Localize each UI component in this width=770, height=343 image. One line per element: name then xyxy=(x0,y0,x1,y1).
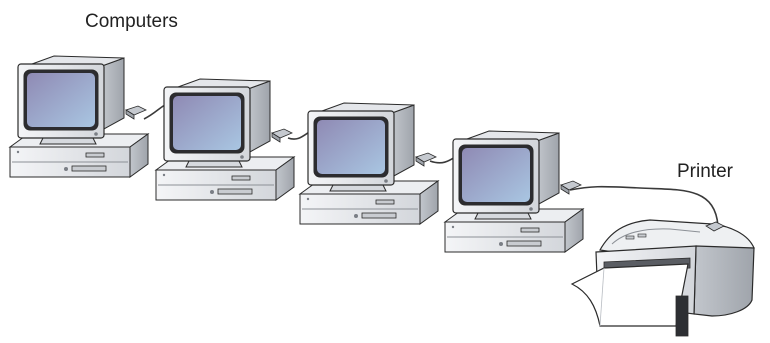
printer-icon xyxy=(572,220,754,336)
computer-icon xyxy=(156,79,294,200)
computer-icon xyxy=(10,56,148,177)
computer-icon xyxy=(445,131,583,252)
computer-icon xyxy=(300,103,438,224)
computers-label: Computers xyxy=(85,11,178,33)
paper-sheet xyxy=(572,264,688,326)
printer-label: Printer xyxy=(677,161,733,183)
